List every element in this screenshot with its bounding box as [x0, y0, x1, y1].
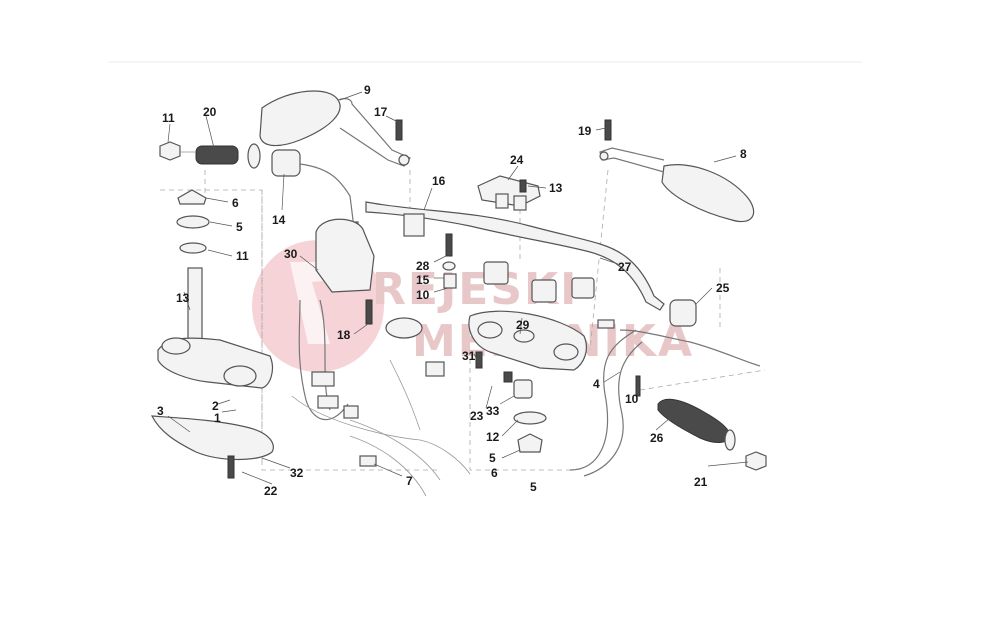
- right-switch: [669, 299, 697, 327]
- leader-lines: [167, 91, 749, 485]
- steering-stem: [157, 189, 274, 389]
- label-3: 3: [157, 404, 164, 418]
- label-4: 4: [593, 377, 600, 391]
- label-13-right: 13: [549, 181, 563, 195]
- label-8: 8: [740, 147, 747, 161]
- label-31: 31: [462, 349, 476, 363]
- label-9: 9: [364, 83, 371, 97]
- right-grip: [657, 398, 767, 471]
- label-5-center: 5: [489, 451, 496, 465]
- label-20: 20: [203, 105, 217, 119]
- label-23: 23: [470, 409, 484, 423]
- bottom-cover: [150, 415, 274, 479]
- label-29: 29: [516, 318, 530, 332]
- throttle-cables: [569, 319, 761, 477]
- label-24: 24: [510, 153, 524, 167]
- label-22: 22: [264, 484, 278, 498]
- upper-triple-clamp: [468, 310, 587, 371]
- label-11-left: 11: [236, 249, 249, 263]
- hardware: [359, 119, 612, 467]
- riser-clamps: [403, 213, 595, 303]
- label-13-left: 13: [176, 291, 190, 305]
- label-12: 12: [486, 430, 500, 444]
- label-11-top: 11: [162, 111, 175, 125]
- label-15: 15: [416, 273, 430, 287]
- label-5-left: 5: [236, 220, 243, 234]
- label-28: 28: [416, 259, 430, 273]
- label-1: 1: [214, 411, 221, 425]
- handlebar: [365, 201, 665, 311]
- label-32: 32: [290, 466, 304, 480]
- center-bracket: [477, 175, 541, 211]
- label-19: 19: [578, 124, 592, 138]
- label-10-right: 10: [625, 392, 639, 406]
- label-14: 14: [272, 213, 286, 227]
- label-10-left: 10: [416, 288, 430, 302]
- left-mirror: [259, 90, 411, 167]
- label-17: 17: [374, 105, 388, 119]
- label-6-center: 6: [491, 466, 498, 480]
- frame-outline: [291, 359, 471, 497]
- label-27: 27: [618, 260, 632, 274]
- label-6-left: 6: [232, 196, 239, 210]
- label-2: 2: [212, 399, 219, 413]
- left-grip: [159, 141, 261, 169]
- label-18: 18: [337, 328, 351, 342]
- label-7: 7: [406, 474, 413, 488]
- label-5-bottom: 5: [530, 480, 537, 494]
- label-25: 25: [716, 281, 730, 295]
- right-mirror: [599, 147, 755, 223]
- label-21: 21: [694, 475, 708, 489]
- part-labels: 11 20 9 17 14 6 5 11 13 30 16 19 8 24 13…: [157, 83, 747, 498]
- label-33: 33: [486, 404, 500, 418]
- label-16: 16: [432, 174, 446, 188]
- label-26: 26: [650, 431, 664, 445]
- label-30: 30: [284, 247, 298, 261]
- ignition-lock: [298, 218, 375, 421]
